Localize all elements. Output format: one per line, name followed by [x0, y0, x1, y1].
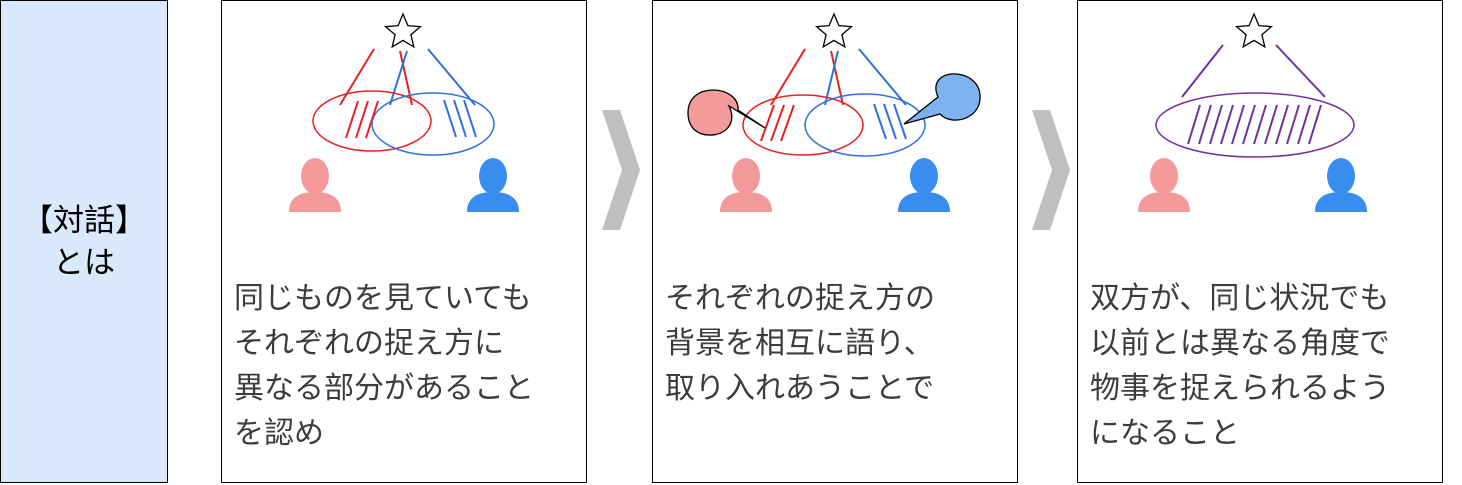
chevron-arrow-icon [602, 110, 640, 230]
step-2-text: それぞれの捉え方の 背景を相互に語り、 取り入れあうことで [665, 276, 1011, 411]
speech-bubble-icon [903, 73, 981, 125]
blue-view-ellipse [371, 92, 495, 156]
speech-bubble-icon [687, 89, 766, 136]
chevron-arrow-icon [1032, 110, 1070, 230]
person-icon [289, 158, 341, 212]
step-2-line-1: それぞれの捉え方の [665, 281, 935, 316]
star-icon [814, 12, 854, 49]
title-box: 【対話】 とは [0, 0, 168, 483]
step-1-line-3: 異なる部分があること [234, 371, 534, 406]
step-2-line-2: 背景を相互に語り、 [665, 326, 934, 361]
star-icon [1234, 12, 1274, 49]
person-icon [467, 158, 519, 212]
red-view-ellipse [312, 90, 432, 152]
step-2-line-3: 取り入れあうことで [665, 371, 935, 406]
step-2-illustration [687, 12, 981, 212]
step-panel-2: それぞれの捉え方の 背景を相互に語り、 取り入れあうことで [652, 0, 1018, 483]
step-3-line-1: 双方が、同じ状況でも [1090, 281, 1390, 316]
step-panel-1: 同じものを見ていても それぞれの捉え方に 異なる部分があること を認め [221, 0, 587, 483]
step-1-text: 同じものを見ていても それぞれの捉え方に 異なる部分があること を認め [234, 276, 580, 456]
step-1-line-1: 同じものを見ていても [234, 281, 532, 316]
step-3-line-2: 以前とは異なる角度で [1090, 326, 1390, 361]
person-icon [1138, 158, 1190, 212]
step-3-illustration [1138, 12, 1367, 212]
shared-view-ellipse [1155, 92, 1355, 158]
step-3-text: 双方が、同じ状況でも 以前とは異なる角度で 物事を捉えられるよう になること [1090, 276, 1436, 456]
title-line-1: 【対話】 [22, 202, 146, 239]
step-1-line-4: を認め [234, 416, 324, 451]
person-icon [720, 158, 772, 212]
step-1-illustration [289, 12, 519, 212]
title-line-2: とは [53, 244, 115, 281]
person-icon [898, 158, 950, 212]
step-3-line-4: になること [1090, 416, 1240, 451]
step-1-line-2: それぞれの捉え方に [234, 326, 504, 361]
star-icon [383, 12, 423, 49]
step-panel-3: 双方が、同じ状況でも 以前とは異なる角度で 物事を捉えられるよう になること [1077, 0, 1443, 483]
person-icon [1315, 158, 1367, 212]
step-3-line-3: 物事を捉えられるよう [1090, 371, 1390, 406]
title-text: 【対話】 とは [22, 200, 146, 284]
